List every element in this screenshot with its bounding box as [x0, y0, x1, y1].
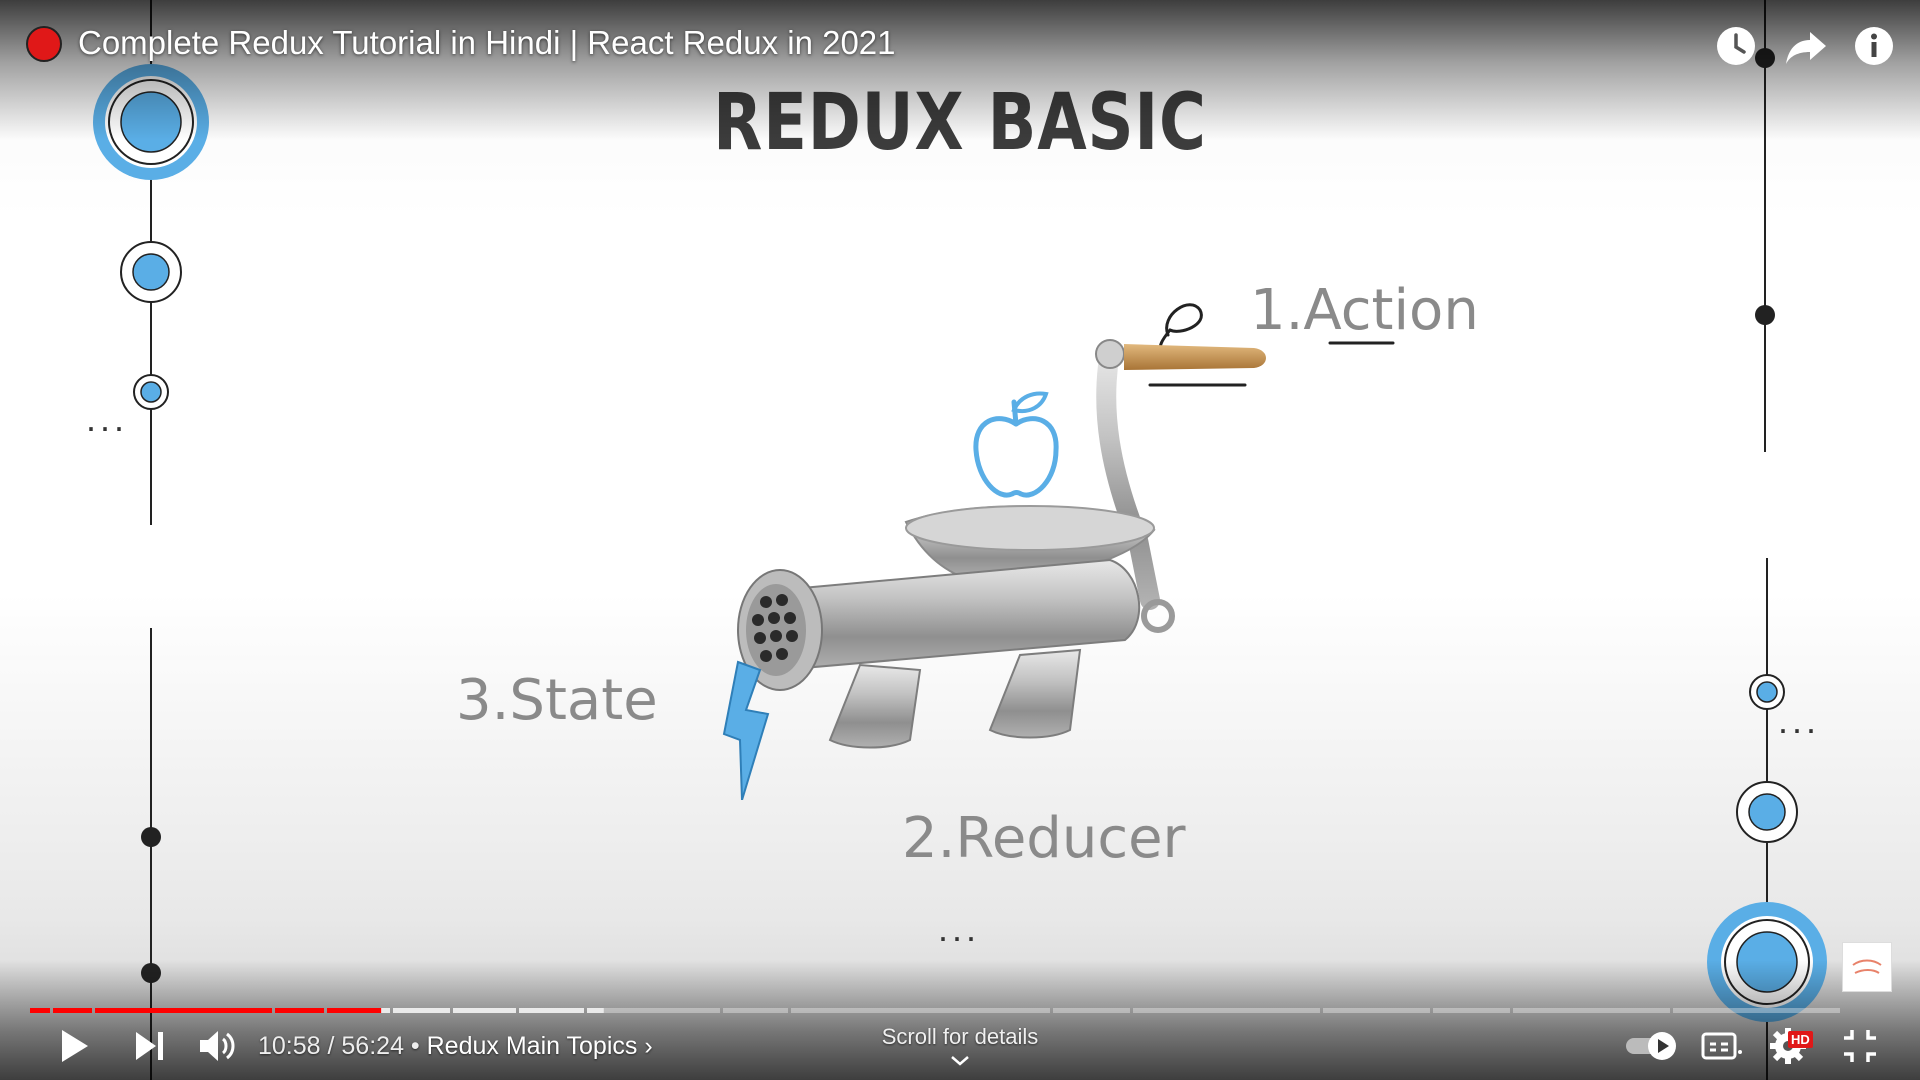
chapter-segment[interactable] [1513, 1008, 1670, 1013]
played-segment[interactable] [275, 1008, 324, 1013]
buffered-segment[interactable] [587, 1008, 604, 1013]
time-display: 10:58 / 56:24 • Redux Main Topics › [258, 1032, 653, 1061]
chapter-separator: • [403, 1032, 427, 1060]
played-segment[interactable] [327, 1008, 382, 1013]
watch-later-icon[interactable] [1714, 24, 1758, 68]
handwritten-annotation [1148, 303, 1395, 387]
buffered-segment[interactable] [453, 1008, 516, 1013]
info-icon[interactable] [1852, 24, 1896, 68]
channel-watermark[interactable] [1842, 942, 1892, 992]
chapter-segment[interactable] [587, 1008, 720, 1013]
buffered-segment[interactable] [519, 1008, 584, 1013]
subtitles-icon[interactable] [1700, 1024, 1744, 1068]
played-segment[interactable] [95, 1008, 272, 1013]
current-time: 10:58 [258, 1032, 321, 1060]
top-gradient-overlay [0, 0, 1920, 140]
play-icon[interactable] [52, 1024, 96, 1068]
duration: 56:24 [341, 1032, 404, 1060]
chapter-segment[interactable] [1433, 1008, 1510, 1013]
label-action: 1.Action [1250, 278, 1479, 343]
hd-badge: HD [1788, 1031, 1813, 1048]
chapter-segment[interactable] [1053, 1008, 1130, 1013]
chevron-right-icon: › [644, 1032, 653, 1060]
next-icon[interactable] [128, 1024, 172, 1068]
chapter-title-button[interactable]: Redux Main Topics › [427, 1032, 653, 1060]
label-state: 3.State [456, 668, 658, 733]
bottom-gradient-overlay [0, 960, 1920, 1080]
chevron-down-icon[interactable] [946, 1052, 974, 1070]
scroll-for-details-hint[interactable]: Scroll for details [0, 1024, 1920, 1050]
buffered-segment[interactable] [393, 1008, 450, 1013]
bottom-ellipsis: ... [938, 908, 981, 949]
chapter-title: Redux Main Topics [426, 1032, 638, 1060]
channel-logo-icon [1852, 959, 1882, 974]
channel-avatar[interactable] [26, 26, 62, 62]
meat-grinder-illustration [722, 339, 1266, 800]
played-segment[interactable] [30, 1008, 50, 1013]
progress-bar[interactable] [30, 1008, 1840, 1013]
right-ellipsis: ... [1778, 700, 1821, 741]
chapter-segment[interactable] [1323, 1008, 1430, 1013]
scroll-hint-label: Scroll for details [881, 1024, 1039, 1049]
label-reducer: 2.Reducer [902, 806, 1186, 871]
chapter-segment[interactable] [1133, 1008, 1320, 1013]
volume-icon[interactable] [196, 1024, 240, 1068]
chapter-segment[interactable] [1673, 1008, 1840, 1013]
autoplay-toggle-icon[interactable] [1624, 1030, 1680, 1062]
left-ellipsis: ... [86, 398, 129, 439]
share-icon[interactable] [1784, 24, 1828, 68]
exit-fullscreen-icon[interactable] [1838, 1024, 1882, 1068]
apple-icon [973, 391, 1059, 498]
time-separator: / [320, 1032, 342, 1060]
played-segment[interactable] [53, 1008, 92, 1013]
chapter-segment[interactable] [791, 1008, 1050, 1013]
video-title[interactable]: Complete Redux Tutorial in Hindi | React… [78, 24, 896, 61]
chapter-segment[interactable] [723, 1008, 788, 1013]
